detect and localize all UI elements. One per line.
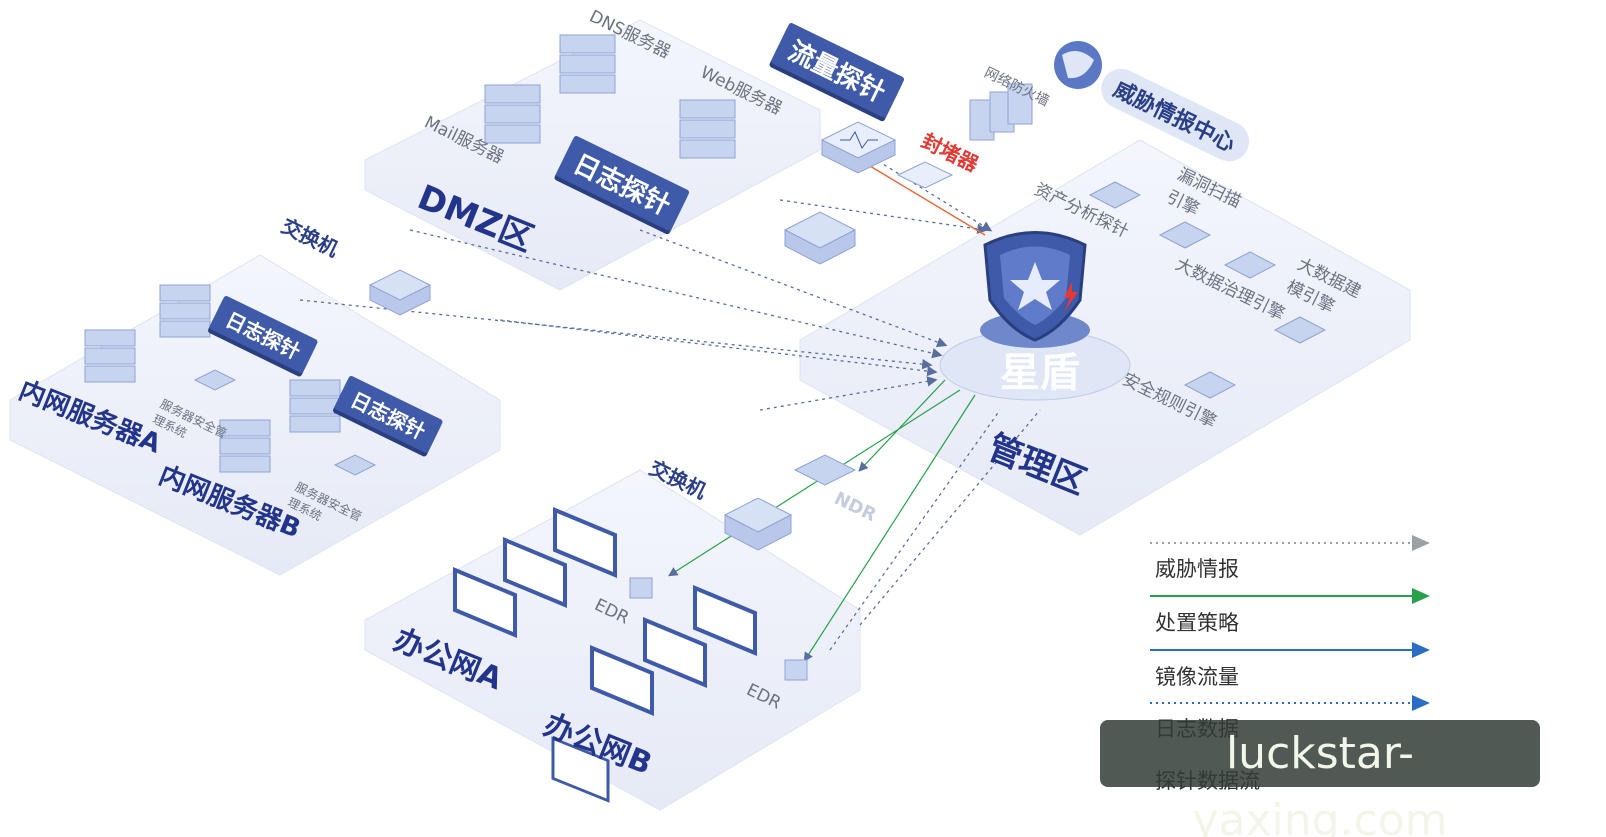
server-icon-mail [484, 84, 541, 144]
watermark: luckstar-yaxing.com [1100, 720, 1540, 837]
ndr-icon [793, 454, 857, 486]
legend-mirror-traffic: 镜像流量 [1155, 665, 1239, 689]
server-icon-a1 [84, 329, 136, 383]
bigdata-gov-icon [1223, 251, 1277, 279]
monitors-office-a [551, 736, 610, 803]
blocker-device [896, 161, 954, 189]
legend-policy: 处置策略 [1155, 611, 1239, 635]
switch-icon-intranet [368, 269, 432, 316]
server-icon-b2 [289, 379, 341, 433]
switch-icon-dmz [783, 211, 857, 265]
monitor-icons [453, 507, 757, 716]
server-mgmt-icon-a [193, 369, 237, 391]
flow-probe-device [820, 121, 897, 174]
mgmt-platform [799, 139, 1411, 536]
server-mgmt-icon-b [333, 454, 377, 476]
bigdata-model-icon [1273, 316, 1327, 344]
xingdun-shield [939, 231, 1131, 401]
server-icon-a2 [159, 284, 211, 338]
office-platform [364, 469, 861, 811]
server-icon-web [679, 99, 736, 159]
label-xingdun: 星盾 [1000, 350, 1080, 396]
globe-icon [1054, 41, 1102, 89]
legend-threat-intel: 威胁情报 [1155, 557, 1239, 581]
policy-lines [667, 379, 976, 663]
switch-icon-office [723, 497, 793, 551]
rule-engine-icon [1183, 371, 1237, 399]
server-icon-b1 [219, 419, 271, 473]
firewall-icon [969, 83, 1033, 141]
legend-arrows [1150, 535, 1430, 711]
server-icon-dns [559, 34, 616, 94]
vuln-engine-icon [1158, 221, 1212, 249]
asset-probe-icon [1088, 181, 1142, 209]
flow-lines [299, 149, 1041, 651]
block-lines [859, 159, 986, 236]
edr-device-icons [629, 577, 808, 681]
